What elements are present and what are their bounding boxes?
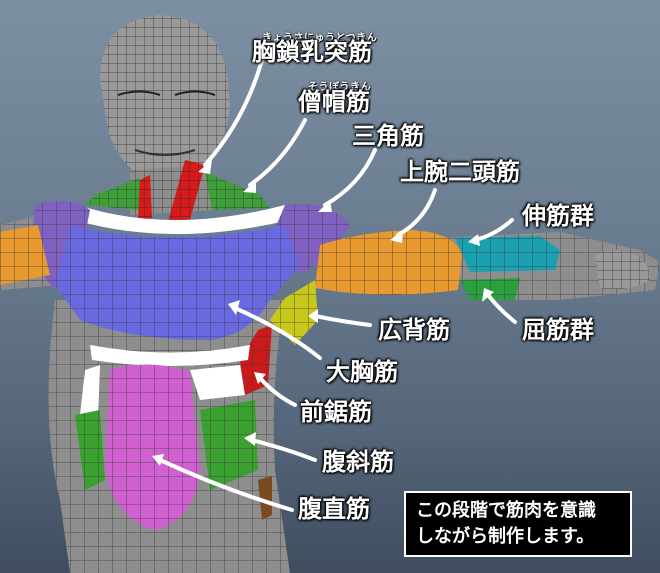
label-flexors: 屈筋群 [522,318,594,342]
arrow-deltoid [325,150,375,205]
note-line-1: この段階で筋肉を意識 [416,498,630,524]
label-pectoralis-major: 大胸筋 [326,360,398,384]
note-line-2: しながら制作します。 [416,524,630,550]
arrow-latissimus [315,316,370,325]
rectus-muscle [105,364,200,530]
label-sternocleidomastoid: 胸鎖乳突筋 [252,40,372,64]
arrow-biceps [398,190,435,235]
label-latissimus: 広背筋 [378,318,450,342]
label-biceps: 上腕二頭筋 [400,160,520,184]
arrow-trapezius [250,120,305,185]
label-serratus: 前鋸筋 [300,400,372,424]
note-box: この段階で筋肉を意識 しながら制作します。 [404,491,632,557]
label-obliques: 腹斜筋 [322,450,394,474]
label-deltoid: 三角筋 [352,124,424,148]
label-rectus: 腹直筋 [298,497,370,521]
label-trapezius: 僧帽筋 [298,90,370,114]
label-extensors: 伸筋群 [522,204,594,228]
